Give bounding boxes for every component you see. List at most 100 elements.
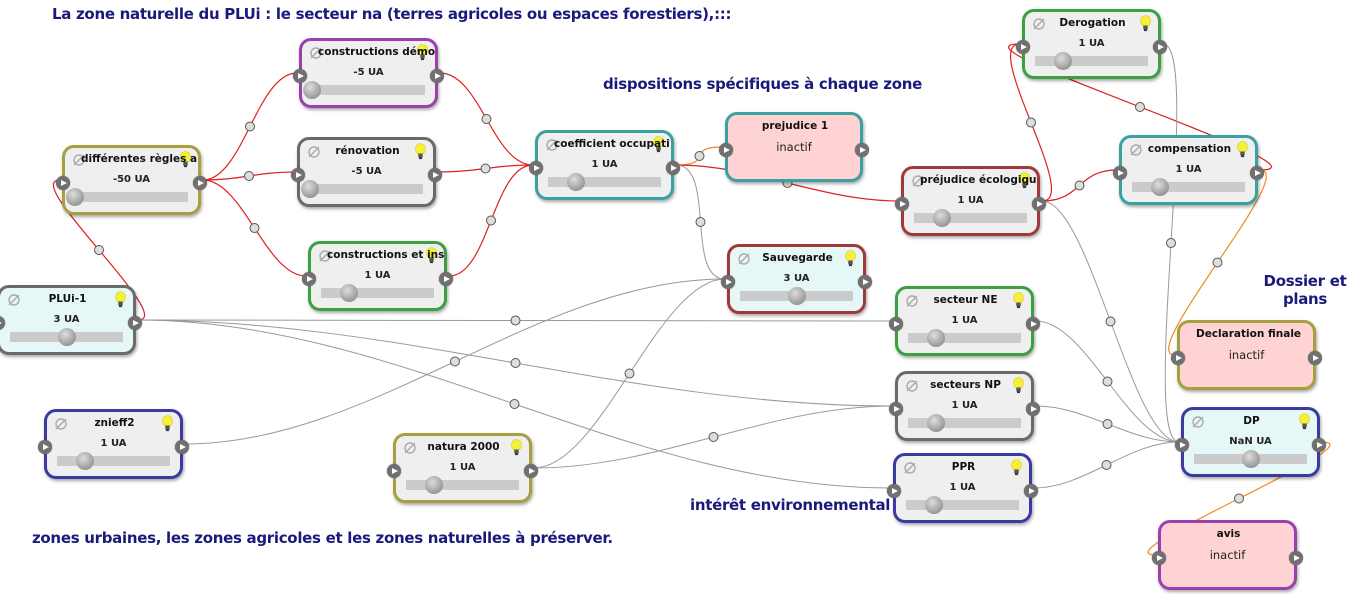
link-marker-icon[interactable] — [94, 245, 104, 255]
output-port[interactable] — [193, 176, 207, 190]
disable-icon[interactable] — [1191, 414, 1205, 428]
input-port[interactable] — [889, 317, 903, 331]
input-port[interactable] — [887, 484, 901, 498]
lightbulb-icon[interactable] — [1019, 172, 1030, 189]
lightbulb-icon[interactable] — [1013, 292, 1024, 309]
slider-knob[interactable] — [1054, 52, 1073, 70]
input-port[interactable] — [719, 143, 733, 157]
output-port[interactable] — [1250, 166, 1264, 180]
slider-knob[interactable] — [927, 414, 946, 432]
node-slider[interactable] — [1132, 178, 1245, 196]
link-marker-icon[interactable] — [509, 399, 520, 409]
lightbulb-icon[interactable] — [511, 439, 522, 456]
link-marker-icon[interactable] — [695, 217, 706, 227]
output-port[interactable] — [855, 143, 869, 157]
disable-icon[interactable] — [307, 144, 321, 158]
link-marker-icon[interactable] — [1102, 376, 1113, 387]
input-port[interactable] — [1175, 438, 1189, 452]
lightbulb-icon[interactable] — [845, 250, 856, 267]
node-slider[interactable] — [321, 284, 434, 302]
disable-icon[interactable] — [72, 152, 86, 166]
node-constructions-demont[interactable]: constructions démont-5 UA — [293, 38, 444, 108]
input-port[interactable] — [291, 168, 305, 182]
input-port[interactable] — [302, 272, 316, 286]
node-slider[interactable] — [66, 188, 188, 206]
lightbulb-icon[interactable] — [415, 143, 426, 160]
slider-knob[interactable] — [301, 180, 319, 198]
output-port[interactable] — [439, 272, 453, 286]
input-port[interactable] — [38, 440, 52, 454]
link-marker-icon[interactable] — [249, 223, 260, 233]
disable-icon[interactable] — [1129, 142, 1143, 156]
disable-icon[interactable] — [903, 460, 917, 474]
slider-knob[interactable] — [925, 496, 944, 514]
input-port[interactable] — [1016, 40, 1030, 54]
disable-icon[interactable] — [905, 378, 919, 392]
link-marker-icon[interactable] — [694, 151, 705, 161]
disable-icon[interactable] — [905, 293, 919, 307]
slider-knob[interactable] — [1241, 450, 1260, 468]
link-marker-icon[interactable] — [510, 315, 521, 326]
input-port[interactable] — [889, 402, 903, 416]
output-port[interactable] — [128, 316, 142, 330]
disable-icon[interactable] — [54, 416, 68, 430]
output-port[interactable] — [428, 168, 442, 182]
slider-knob[interactable] — [303, 81, 321, 99]
input-port[interactable] — [1171, 351, 1185, 365]
slider-knob[interactable] — [76, 452, 95, 470]
lightbulb-icon[interactable] — [426, 247, 437, 264]
node-slider[interactable] — [740, 287, 853, 305]
node-slider[interactable] — [908, 329, 1021, 347]
node-slider[interactable] — [301, 180, 423, 198]
output-port[interactable] — [1024, 484, 1038, 498]
input-port[interactable] — [293, 69, 307, 83]
input-port[interactable] — [56, 176, 70, 190]
input-port[interactable] — [387, 464, 401, 478]
node-slider[interactable] — [548, 173, 661, 191]
lightbulb-icon[interactable] — [180, 151, 191, 168]
output-port[interactable] — [858, 275, 872, 289]
lightbulb-icon[interactable] — [1299, 413, 1310, 430]
output-port[interactable] — [1026, 402, 1040, 416]
link-marker-icon[interactable] — [244, 171, 254, 181]
slider-knob[interactable] — [57, 328, 76, 346]
output-port[interactable] — [524, 464, 538, 478]
link-marker-icon[interactable] — [245, 121, 255, 132]
link-marker-icon[interactable] — [486, 215, 496, 226]
lightbulb-icon[interactable] — [115, 291, 126, 308]
node-slider[interactable] — [908, 414, 1021, 432]
node-slider[interactable] — [906, 496, 1019, 514]
input-port[interactable] — [529, 161, 543, 175]
node-slider[interactable] — [914, 209, 1027, 227]
link-marker-icon[interactable] — [1101, 460, 1112, 470]
link-marker-icon[interactable] — [1234, 493, 1244, 504]
slider-knob[interactable] — [933, 209, 952, 227]
output-port[interactable] — [1308, 351, 1322, 365]
slider-knob[interactable] — [567, 173, 586, 191]
node-slider[interactable] — [1035, 52, 1148, 70]
slider-knob[interactable] — [340, 284, 359, 302]
slider-knob[interactable] — [787, 287, 806, 305]
node-differentes-regles[interactable]: différentes règles a-50 UA — [56, 145, 207, 215]
link-marker-icon[interactable] — [481, 114, 492, 124]
slider-knob[interactable] — [1151, 178, 1170, 196]
output-port[interactable] — [175, 440, 189, 454]
output-port[interactable] — [1032, 197, 1046, 211]
link-marker-icon[interactable] — [1135, 102, 1145, 112]
disable-icon[interactable] — [1032, 16, 1046, 30]
lightbulb-icon[interactable] — [1011, 459, 1022, 476]
output-port[interactable] — [1312, 438, 1326, 452]
disable-icon[interactable] — [318, 248, 332, 262]
